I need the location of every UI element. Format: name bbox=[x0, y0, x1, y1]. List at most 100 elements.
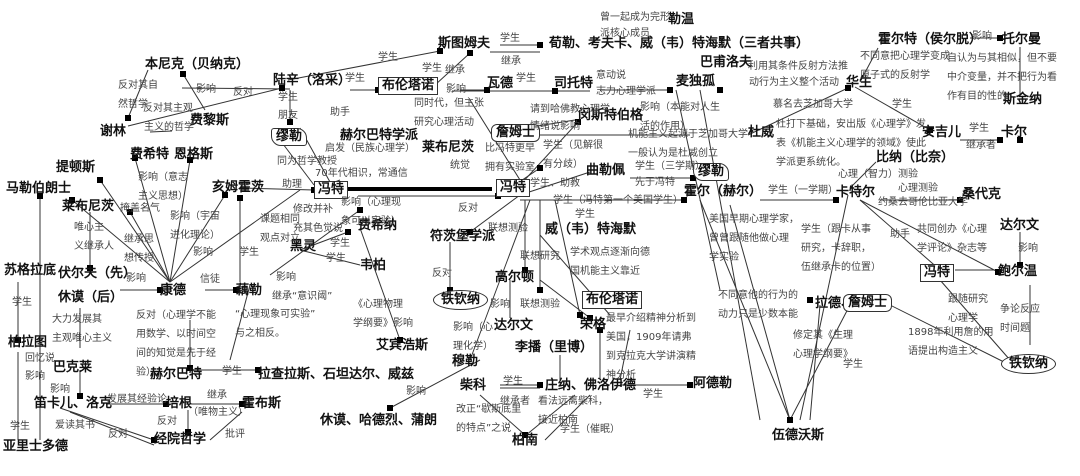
node-anjier: 安吉儿 bbox=[922, 125, 962, 140]
node-kangde: 康德 bbox=[160, 283, 187, 298]
label-gaizheng: 改正“歇斯底里 的特点”之说 bbox=[456, 404, 522, 434]
node-katele: 卡特尔 bbox=[836, 185, 876, 200]
label-ceng-yiqi: 曾一起成为完形 bbox=[600, 12, 670, 23]
edge-line bbox=[729, 204, 791, 421]
edge-endpoint-marker bbox=[787, 417, 793, 423]
node-heerbate: 赫尔巴特 bbox=[150, 367, 203, 382]
node-adele: 阿德勒 bbox=[693, 376, 733, 391]
node-mule-bottom: 穆勒 bbox=[452, 354, 479, 369]
edge-line bbox=[239, 187, 315, 191]
edge-line bbox=[519, 121, 579, 186]
label-yingxiang: 影响 bbox=[276, 272, 296, 283]
edge-line bbox=[127, 69, 149, 119]
label-lianxiang-ceyan: 联想测验 bbox=[488, 223, 528, 234]
edge-line bbox=[279, 139, 315, 186]
edge-line bbox=[479, 394, 526, 436]
edge-endpoint-marker bbox=[180, 71, 186, 77]
label-xuesheng: 学生 bbox=[516, 73, 536, 84]
label-fazhan-jingyan: 发展其经验论 bbox=[107, 394, 167, 405]
label-fandui: 反对 bbox=[458, 203, 478, 214]
edge-endpoint-marker bbox=[681, 197, 687, 203]
node-quleipei: 曲勒佩 bbox=[586, 163, 626, 178]
edge-endpoint-marker bbox=[163, 401, 169, 407]
edge-endpoint-marker bbox=[577, 312, 583, 318]
edge-line bbox=[619, 329, 631, 381]
edge-line bbox=[809, 304, 821, 421]
label-zhili-xinli: 志力心理学派 bbox=[596, 86, 656, 97]
node-fengte-right: 冯特 bbox=[920, 264, 955, 282]
node-malebolangshi: 马勒伯朗士 bbox=[6, 181, 72, 196]
node-jingyuanzhexue: 经院哲学 bbox=[154, 432, 207, 447]
node-hele: 藕勒 bbox=[236, 283, 263, 298]
label-yingxiang: 影响 bbox=[406, 386, 426, 397]
node-tidunsi: 提顿斯 bbox=[56, 160, 96, 175]
label-zhuyi-zhexue: 主义的哲学 bbox=[144, 122, 194, 133]
label-xuesheng: 学生 bbox=[222, 366, 242, 377]
edge-endpoint-marker bbox=[222, 192, 228, 198]
label-xinli-ceyan: 心理测验 bbox=[898, 183, 938, 194]
label-zhenglun-fanying: 争论反应 时间题 bbox=[1000, 304, 1040, 334]
node-lachalasi: 拉查拉斯、石坦达尔、威兹 bbox=[258, 367, 415, 382]
node-zhuangna: 庄纳、佛洛伊德 bbox=[545, 378, 637, 393]
label-aidu-qishu: 爱读其书 bbox=[55, 420, 95, 431]
node-bennike: 本尼克（贝纳克） bbox=[145, 57, 250, 72]
edge-line bbox=[544, 394, 591, 441]
label-tongjue: 统觉 bbox=[450, 160, 470, 171]
label-yingxiang: 影响 bbox=[972, 31, 992, 42]
node-bulunta-mid: 布伦塔诺 bbox=[582, 291, 643, 309]
label-nian-1898: 1898年利用詹的用 语提出构造主义 bbox=[908, 327, 994, 357]
node-wudewosi: 伍德沃斯 bbox=[772, 428, 825, 443]
label-yingxiang: 影响 bbox=[25, 371, 45, 382]
edge-line bbox=[169, 159, 191, 283]
label-kanfa-yuanli: 看法远离柴科， 接近柏南 bbox=[538, 396, 608, 426]
label-xuesheng: 学生 bbox=[326, 253, 346, 264]
label-xuesheng-meiguo: 学生（冯特第一个美国学生） bbox=[553, 195, 683, 206]
node-fuciboxuepai: 符茨堡学派 bbox=[430, 229, 496, 244]
node-yalishiduode: 亚里士多德 bbox=[3, 439, 69, 454]
label-tongshidai: 同时代，但主张 研究心理活动 bbox=[414, 98, 484, 128]
label-xuesheng: 学生 bbox=[378, 52, 398, 63]
label-weiwu-zhuyi: （唯物主义） bbox=[188, 407, 248, 418]
label-fandui-zhuguan: 反对其主观 bbox=[143, 103, 193, 114]
node-feixite: 费希特 bbox=[130, 147, 170, 162]
label-xiuding-shengli: 修定其《生理 心理学纲要》 bbox=[793, 330, 853, 360]
edge-endpoint-marker bbox=[687, 382, 693, 388]
label-xuesheng: 学生 bbox=[12, 297, 32, 308]
label-xinli-wuli: 《心理物理 学纲要》影响 bbox=[353, 299, 413, 329]
edge-endpoint-marker bbox=[522, 267, 528, 273]
label-pengyou: 朋友 bbox=[278, 110, 298, 121]
edge-line bbox=[675, 89, 721, 291]
label-fandui-ziran: 反对其自 然哲学 bbox=[118, 80, 158, 110]
edge-line bbox=[209, 411, 243, 441]
label-jicheng: 继承 bbox=[207, 390, 227, 401]
label-xianyu-fengte: 先于冯特 bbox=[635, 177, 675, 188]
node-sijinna: 斯金纳 bbox=[1003, 92, 1043, 107]
node-huoerte: 霍尔特（侯尔脱） bbox=[878, 32, 983, 47]
label-qingxu-shuo: 情绪说影响 bbox=[530, 121, 580, 132]
edge-endpoint-marker bbox=[239, 401, 245, 407]
label-xuesheng: 学生 bbox=[969, 123, 989, 134]
label-xuesheng-zhujiao: 学生、助教 bbox=[530, 178, 580, 189]
node-weitehaimo: 威（韦）特海默 bbox=[545, 222, 637, 237]
edge-endpoint-marker bbox=[255, 367, 261, 373]
label-duwei-jichu: 杜打下基础，安出版《心理学》发 表《机能主义心理学的领域》使此 学派更系统化。 bbox=[776, 119, 926, 168]
edge-endpoint-marker bbox=[597, 327, 603, 333]
label-xuesheng-cuimian: 学生（催眠） bbox=[560, 424, 620, 435]
edge-endpoint-marker bbox=[537, 42, 543, 48]
edge-endpoint-marker bbox=[537, 287, 543, 293]
edge-endpoint-marker bbox=[125, 115, 131, 121]
edge-endpoint-marker bbox=[157, 287, 163, 293]
node-sugeladi: 苏格拉底 bbox=[4, 263, 57, 278]
edge-endpoint-marker bbox=[537, 165, 543, 171]
edge-endpoint-marker bbox=[833, 197, 839, 203]
edge-line bbox=[854, 86, 931, 131]
node-laibunici-mid: 莱布尼茨 bbox=[422, 140, 475, 155]
label-fandui-shuxue: 反对（心理学不能 用数学、以时间空 间的知觉是先于经 验） bbox=[136, 310, 216, 378]
label-yingxiang-benneng: 影响（本能对人生 活的作用） bbox=[640, 102, 720, 132]
node-feixina: 费希纳 bbox=[358, 218, 398, 233]
edge-line bbox=[71, 199, 171, 283]
edge-endpoint-marker bbox=[484, 87, 490, 93]
node-luxin: 陆辛（洛采） bbox=[273, 73, 352, 88]
edge-endpoint-marker bbox=[997, 35, 1003, 41]
